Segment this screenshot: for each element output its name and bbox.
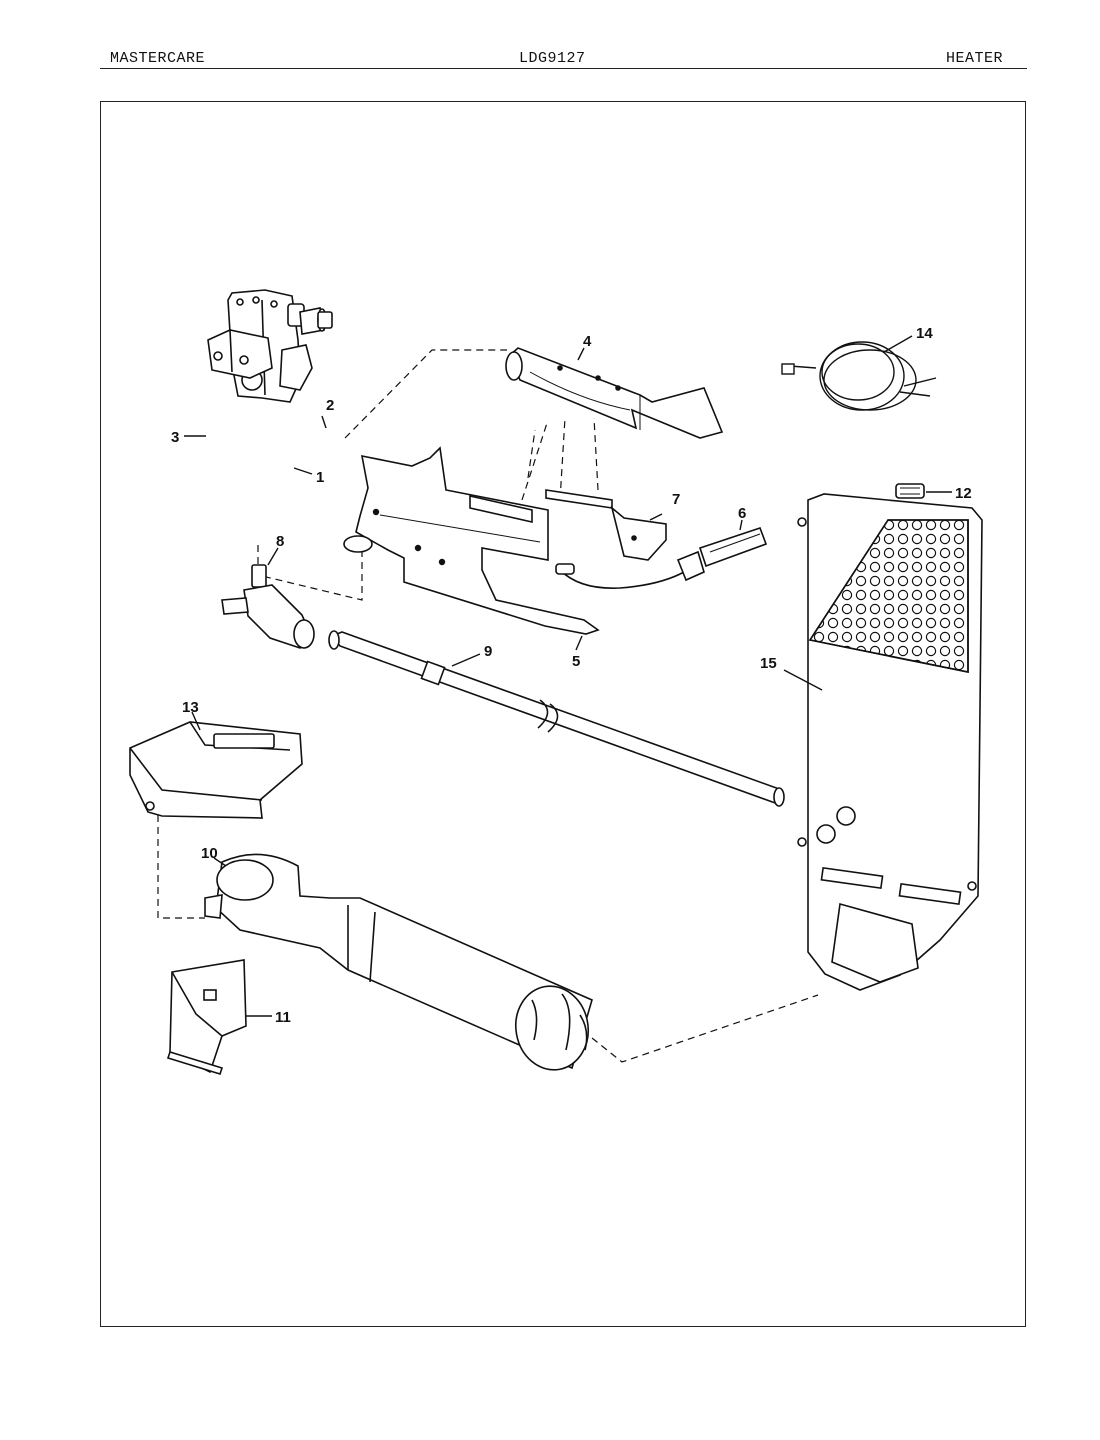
burner-housing-part-4 (505, 347, 724, 439)
callout-10: 10 (201, 845, 218, 862)
callout-15: 15 (760, 655, 777, 672)
burner-orifice-part-8 (221, 564, 315, 649)
callout-2: 2 (326, 397, 334, 414)
callout-11: 11 (275, 1009, 291, 1026)
assembly-guide-lines (157, 349, 819, 1063)
header-model-number: LDG9127 (519, 50, 586, 67)
callout-14: 14 (916, 325, 933, 342)
thermal-switch-part-12 (895, 483, 925, 499)
header-brand: MASTERCARE (110, 50, 206, 67)
combustion-panel-part-15 (797, 493, 983, 991)
wire-harness-part-14 (781, 341, 937, 411)
callout-5: 5 (572, 653, 580, 670)
burner-tube-part-10 (204, 853, 593, 1071)
callout-12: 12 (955, 485, 972, 502)
housing-part-13 (129, 721, 303, 819)
callout-8: 8 (276, 533, 284, 550)
header-rule (100, 68, 1027, 69)
callout-9: 9 (484, 643, 492, 660)
diagram-frame (100, 101, 1026, 1327)
callout-3: 3 (171, 429, 179, 446)
igniter-part-6 (555, 526, 768, 589)
callout-7: 7 (672, 491, 680, 508)
sensor-bracket-part-7 (469, 489, 667, 561)
leader-lines (184, 335, 952, 1017)
gas-pipe-part-9 (328, 630, 785, 807)
callout-labels: 1 2 3 4 5 6 7 8 9 13 10 11 12 14 15 (171, 325, 972, 1026)
callout-4: 4 (583, 333, 592, 350)
callout-13: 13 (182, 699, 199, 716)
callout-6: 6 (738, 505, 746, 522)
callout-1: 1 (316, 469, 324, 486)
mounting-bracket-part-5 (343, 446, 600, 635)
valve-coil-part-2 (299, 307, 333, 335)
support-bracket-part-11 (166, 959, 247, 1075)
valve-coil-part-3 (207, 329, 273, 379)
header-section-title: HEATER (946, 50, 1004, 67)
